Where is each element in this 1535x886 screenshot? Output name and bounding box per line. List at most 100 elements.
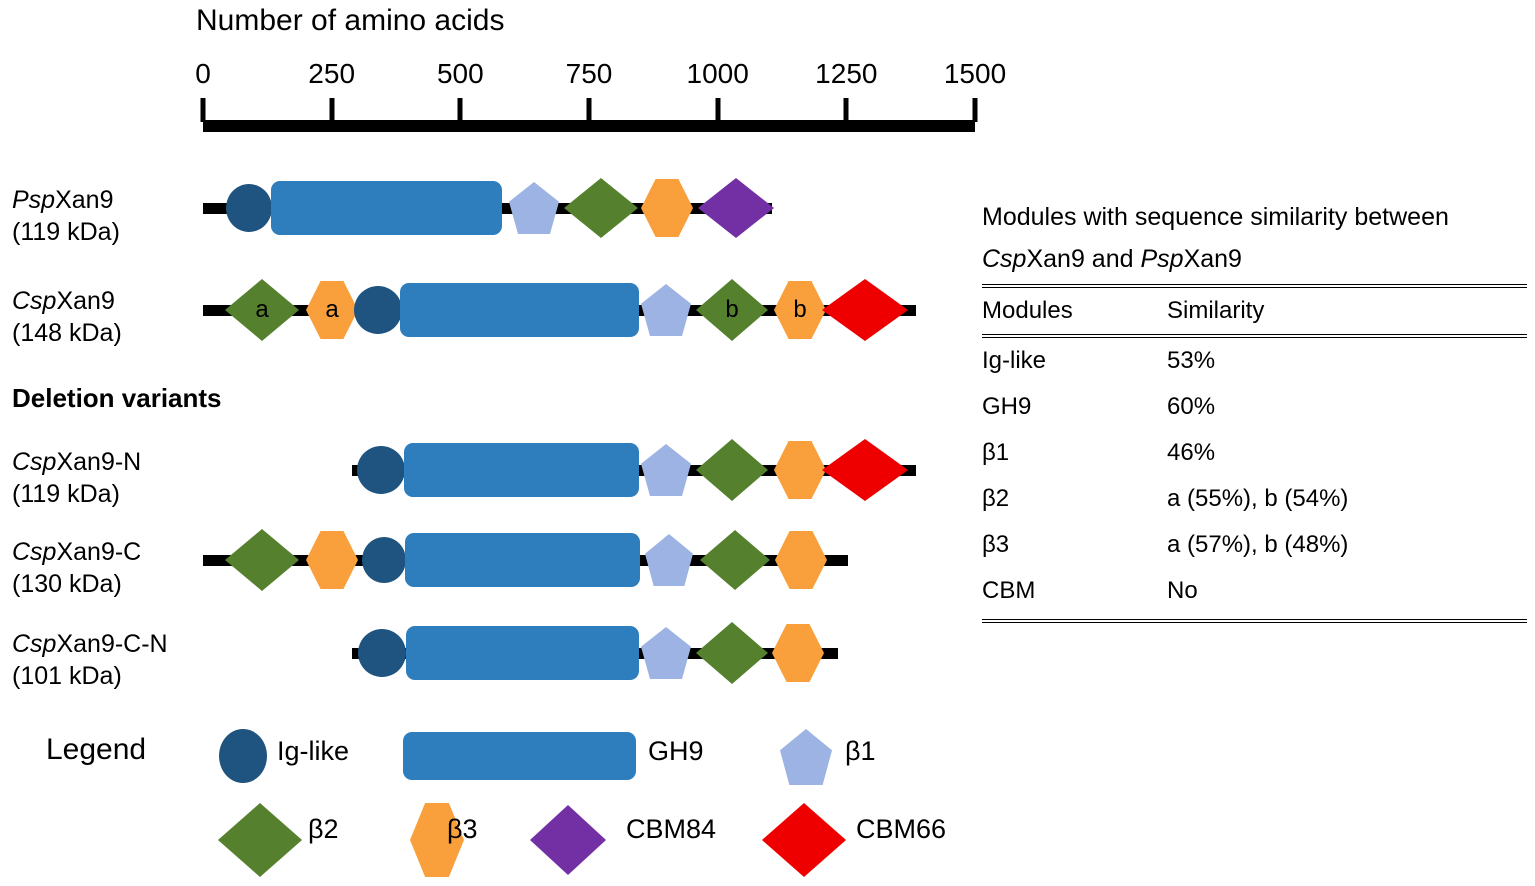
row-label-name-psp: Xan9 (55, 186, 114, 214)
caption-rest2: Xan9 (1183, 245, 1242, 273)
row-label-genus-csp-c-n: Csp (12, 630, 57, 658)
cell-similarity: 46% (1167, 439, 1216, 466)
axis-tick-label-0: 0 (195, 58, 211, 89)
table-row: β1 46% (982, 430, 1527, 476)
table-header-row: Modules Similarity (982, 286, 1527, 336)
beta3-module (641, 179, 693, 237)
beta1-module (509, 182, 559, 234)
table-row: CBM No (982, 568, 1527, 621)
module-sublabel: a (255, 296, 269, 323)
cbm66-module (822, 439, 908, 501)
axis-tick-label-500: 500 (436, 58, 484, 89)
beta2-module (696, 622, 768, 684)
module-sublabel: a (325, 296, 339, 323)
ig-like-module (357, 446, 405, 494)
cbm66-module (822, 279, 908, 341)
beta2-module (225, 529, 299, 591)
legend-swatch-2 (218, 803, 302, 877)
row-label-genus-csp: Csp (12, 287, 57, 315)
row-label-pspxan9: PspXan9 (119 kDa) (12, 184, 120, 248)
beta2-module: a (225, 279, 299, 341)
legend-label-1: β1 (845, 736, 876, 766)
legend-label-cbm84: CBM84 (626, 814, 717, 844)
axis-tick-mark-1500 (972, 98, 978, 122)
cell-similarity: No (1167, 577, 1198, 604)
caption-italic-csp: Csp (982, 245, 1027, 273)
axis-bar (203, 120, 975, 132)
beta3-module: a (306, 281, 358, 339)
beta3-module: b (774, 281, 826, 339)
axis-tick-mark-250 (329, 98, 335, 122)
beta2-module (564, 178, 638, 238)
caption-line1: Modules with sequence similarity between (982, 203, 1449, 231)
row-mass-cspxan9: (148 kDa) (12, 319, 122, 347)
beta3-module (306, 531, 358, 589)
ig-like-module (354, 286, 402, 334)
ig-like-module (358, 629, 406, 677)
gh9-module (400, 283, 639, 337)
cell-module: CBM (982, 577, 1036, 604)
beta3-module (772, 624, 824, 682)
row-label-name-csp-c-n: Xan9-C-N (56, 630, 168, 658)
similarity-table-caption: Modules with sequence similarity between… (982, 196, 1527, 280)
legend-label-cbm66: CBM66 (856, 814, 947, 844)
cell-similarity: 60% (1167, 393, 1216, 420)
axis-tick-mark-750 (586, 98, 592, 122)
beta3-module (775, 531, 827, 589)
cell-similarity: 53% (1167, 347, 1216, 374)
legend-swatch-1 (780, 729, 832, 785)
beta1-module (645, 534, 693, 586)
row-label-cspxan9-c-n: CspXan9-C-N (101 kDa) (12, 628, 168, 692)
legend-swatch-cbm66 (762, 803, 846, 877)
row-label-genus-psp: Psp (12, 186, 56, 214)
legend-label-2: β2 (308, 814, 339, 844)
deletion-variants-heading: Deletion variants (12, 383, 222, 413)
row-mass-cspxan9-c-n: (101 kDa) (12, 662, 122, 690)
beta3-module (774, 441, 826, 499)
axis-tick-label-1000: 1000 (686, 58, 749, 89)
row-label-cspxan9-n: CspXan9-N (119 kDa) (12, 446, 141, 510)
beta1-module (641, 444, 691, 496)
legend-title: Legend (46, 733, 147, 766)
similarity-table-block: Modules with sequence similarity between… (982, 196, 1527, 623)
table-header-modules: Modules (982, 297, 1073, 324)
legend-label-3: β3 (447, 814, 478, 844)
row-mass-cspxan9-c: (130 kDa) (12, 570, 122, 598)
axis-tick-label-250: 250 (308, 58, 356, 89)
row-label-genus-csp-c: Csp (12, 538, 57, 566)
row-label-name-csp-n: Xan9-N (56, 448, 142, 476)
beta1-module (641, 627, 691, 679)
cell-module: β2 (982, 485, 1010, 512)
row-mass-pspxan9: (119 kDa) (12, 218, 120, 246)
beta1-module (641, 284, 691, 336)
cell-module: β1 (982, 439, 1010, 466)
legend-swatch-gh9 (403, 732, 636, 780)
beta2-module: b (696, 279, 768, 341)
axis-tick-label-1500: 1500 (943, 58, 1007, 89)
row-label-cspxan9-c: CspXan9-C (130 kDa) (12, 536, 141, 600)
ig-like-module (226, 184, 272, 232)
axis-tick-mark-500 (457, 98, 463, 122)
gh9-module (271, 181, 502, 235)
caption-italic-psp: Psp (1140, 245, 1184, 273)
ig-like-module (362, 537, 406, 583)
row-label-cspxan9: CspXan9 (148 kDa) (12, 285, 122, 349)
caption-rest1: Xan9 and (1026, 245, 1141, 273)
axis-title: Number of amino acids (196, 4, 505, 37)
table-row: β2 a (55%), b (54%) (982, 476, 1527, 522)
cell-module: GH9 (982, 393, 1032, 420)
module-sublabel: b (793, 296, 807, 323)
cell-similarity: a (55%), b (54%) (1167, 485, 1349, 512)
row-label-name-csp-c: Xan9-C (56, 538, 142, 566)
beta2-module (700, 530, 770, 590)
row-label-genus-csp-n: Csp (12, 448, 57, 476)
table-header-similarity: Similarity (1167, 297, 1265, 324)
axis-tick-mark-1000 (715, 98, 721, 122)
axis-tick-mark-0 (200, 98, 206, 122)
gh9-module (406, 626, 639, 680)
module-sublabel: b (725, 296, 739, 323)
